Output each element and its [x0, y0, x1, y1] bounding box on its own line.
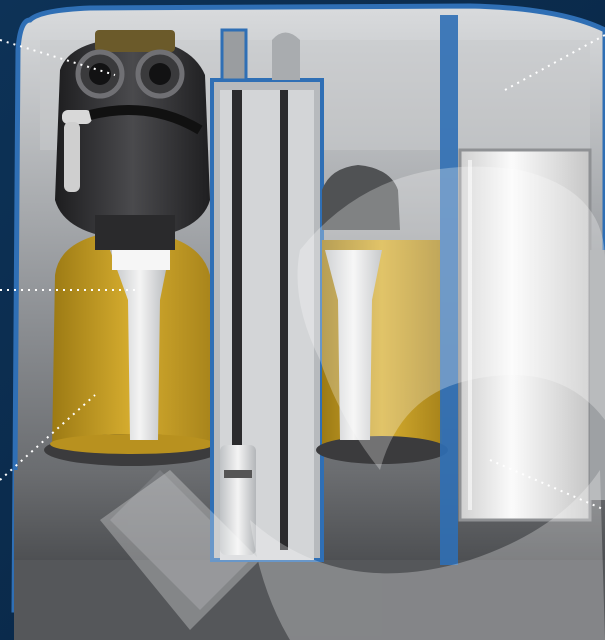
riser-tube-left [110, 250, 170, 440]
resin-tank-right [316, 165, 448, 464]
callout-leader-resin [0, 394, 96, 481]
swirl-overlay [100, 166, 605, 640]
salt-reservoir-icon [440, 15, 605, 565]
control-valve-icon [55, 30, 210, 250]
callout-leaders [0, 34, 605, 511]
callout-leader-cabinet [504, 34, 605, 91]
brine-column [210, 28, 324, 562]
